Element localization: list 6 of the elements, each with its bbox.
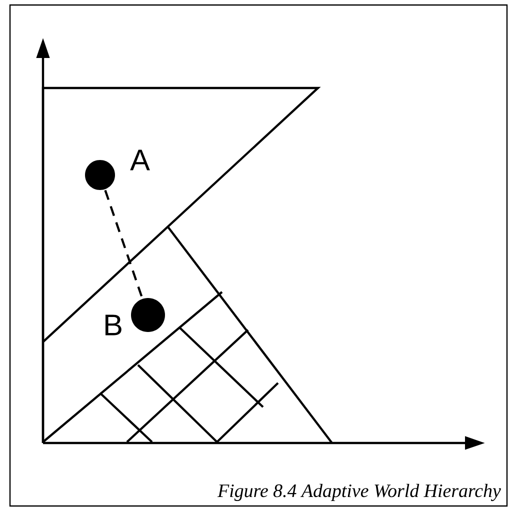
dot [85,160,115,190]
dashed-line [104,190,144,298]
point-label: A [130,150,150,170]
dot [131,298,165,332]
point-label: B [106,314,122,336]
caption: Figure 8.4 Adaptive World Hierarchy [217,484,501,502]
